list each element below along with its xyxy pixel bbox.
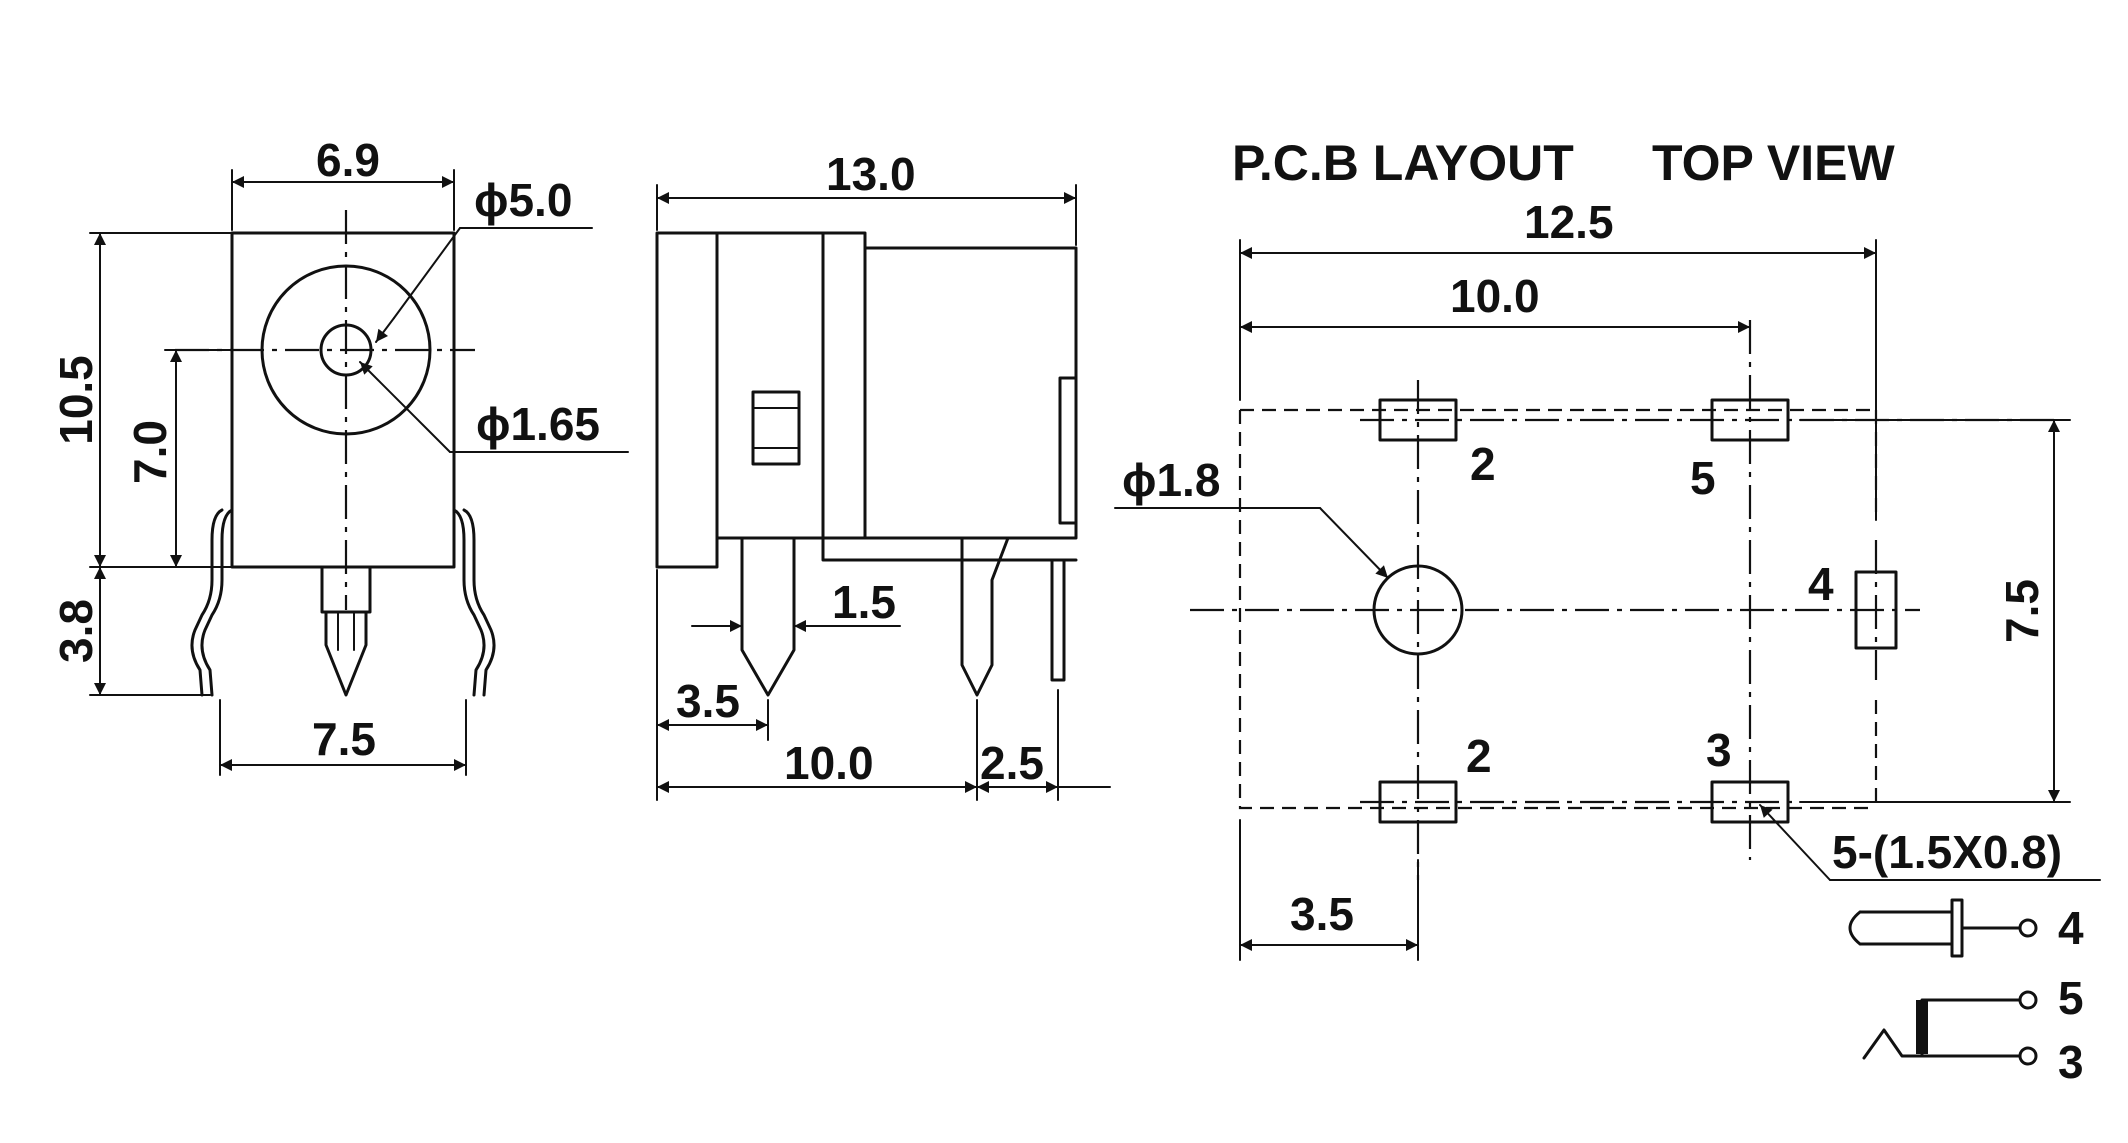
dim-pcb-overall-width: 12.5: [1524, 196, 1614, 248]
pcb-layout: P.C.B LAYOUT TOP VIEW 2 5 4 2 3 12.5: [1114, 135, 2101, 961]
dim-front-hole-outer: ϕ5.0: [474, 174, 572, 226]
dim-pcb-hole-diameter: ϕ1.8: [1122, 454, 1220, 506]
schematic-plug: [1848, 910, 1954, 946]
dim-pcb-pad-spacing: 10.0: [1450, 270, 1540, 322]
side-view-front-pin: [740, 536, 796, 697]
front-view-left-pin: [200, 508, 234, 697]
front-view-center-pin-leg: [320, 565, 372, 697]
dim-side-front-offset: 3.5: [676, 675, 740, 727]
pad-bottom-right: [1710, 780, 1790, 824]
dim-front-pin-span: 7.5: [312, 713, 376, 765]
dim-pcb-hole-offset: 3.5: [1290, 888, 1354, 940]
side-view-rear-pin: [960, 536, 1010, 697]
dim-pcb-row-spacing: 7.5: [1996, 579, 2048, 643]
pad-label-top-left: 2: [1470, 438, 1496, 490]
dim-front-pin-length: 3.8: [50, 599, 102, 663]
heading-pcb-layout: P.C.B LAYOUT: [1232, 135, 1574, 191]
pad-bottom-left: [1378, 780, 1458, 824]
dim-side-pin-spacing: 10.0: [784, 737, 874, 789]
dim-front-width: 6.9: [316, 134, 380, 186]
jack-schematic: 4 5 3: [1848, 898, 2084, 1088]
pad-label-bottom-left: 2: [1466, 730, 1492, 782]
dim-front-height: 10.5: [50, 355, 102, 445]
schematic-terminal-4: [2018, 918, 2038, 938]
schematic-pin-5: 5: [2058, 972, 2084, 1024]
schematic-terminal-5: [2018, 990, 2038, 1010]
front-view-body: [230, 231, 456, 569]
dim-front-hole-inner: ϕ1.65: [476, 398, 600, 450]
side-view-window: [751, 390, 801, 466]
schematic-terminal-3: [2018, 1046, 2038, 1066]
pad-top-left: [1378, 398, 1458, 442]
pcb-hole: [1372, 564, 1464, 656]
front-view: 6.9 ϕ5.0 ϕ1.65 10.5 7.0 3.8 7.5: [50, 134, 629, 776]
schematic-pin-4: 4: [2058, 902, 2084, 954]
side-view-body: [863, 246, 1078, 540]
pad-top-right: [1710, 398, 1790, 442]
dim-side-pin-width: 1.5: [832, 576, 896, 628]
pad-label-bottom-right: 3: [1706, 724, 1732, 776]
side-view: 13.0 1.5 3.5 10.0 2.5: [655, 148, 1111, 801]
pad-side: [1854, 570, 1898, 650]
pad-label-top-right: 5: [1690, 452, 1716, 504]
heading-top-view: TOP VIEW: [1652, 135, 1895, 191]
pcb-outline: [1238, 408, 1876, 810]
pad-spec-label: 5-(1.5X0.8): [1832, 826, 2062, 878]
dim-side-length: 13.0: [826, 148, 916, 200]
dim-front-center-height: 7.0: [124, 420, 176, 484]
pad-label-side: 4: [1808, 558, 1834, 610]
front-view-right-pin: [452, 508, 486, 697]
dim-side-rear-offset: 2.5: [980, 737, 1044, 789]
schematic-pin-3: 3: [2058, 1036, 2084, 1088]
